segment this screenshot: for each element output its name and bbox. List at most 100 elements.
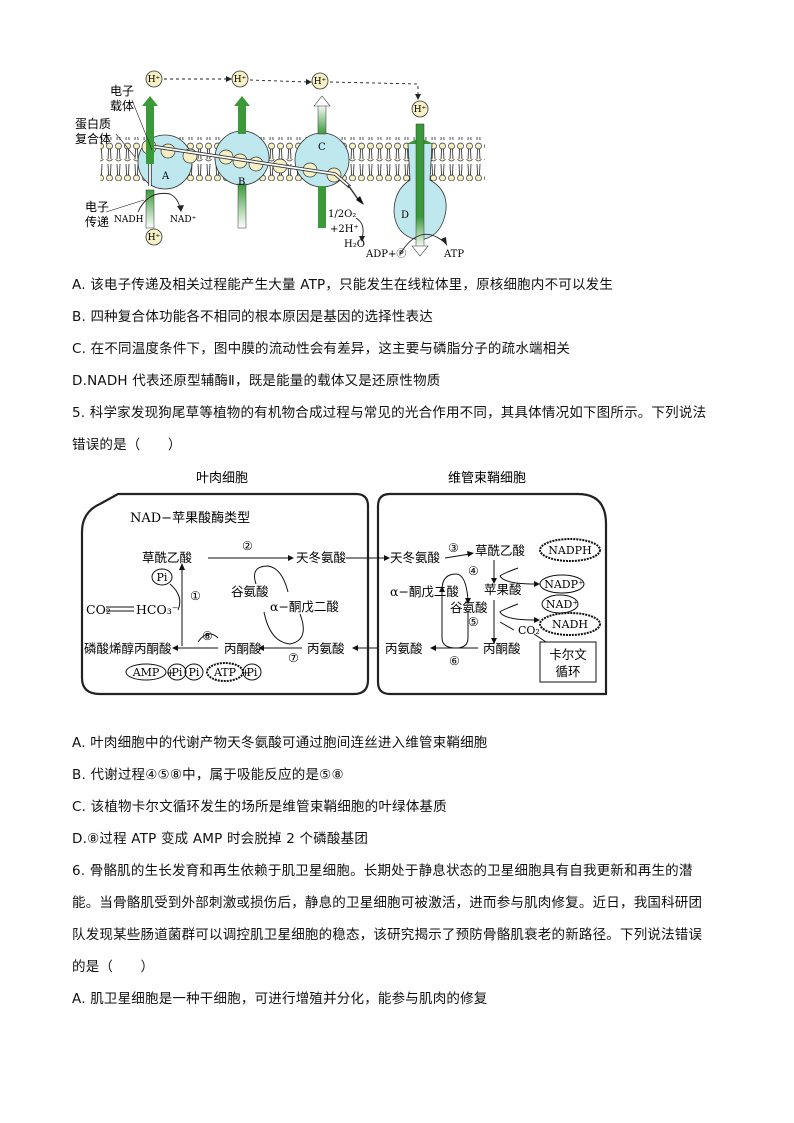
label-nadh: NADH bbox=[114, 215, 144, 225]
q6-stem-line4: 的是（ ） bbox=[72, 959, 155, 975]
q5-stem-line1: 5. 科学家发现狗尾草等植物的有机物合成过程与常见的光合作用不同，其具体情况如下… bbox=[72, 405, 707, 421]
step-6: ⑥ bbox=[449, 654, 460, 668]
q5-option-d: D.⑧过程 ATP 变成 AMP 时会脱掉 2 个磷酸基团 bbox=[72, 831, 369, 847]
h-plus-label: H⁺ bbox=[148, 233, 161, 243]
plus-sign: + bbox=[166, 667, 175, 679]
q4-option-c: C. 在不同温度条件下，图中膜的流动性会有差异，这主要与磷脂分子的疏水端相关 bbox=[72, 341, 571, 357]
label-complex-b: B bbox=[238, 177, 245, 188]
mesophyll-aspartate: 天冬氨酸 bbox=[296, 550, 347, 565]
q5-option-c: C. 该植物卡尔文循环发生的场所是维管束鞘细胞的叶绿体基质 bbox=[72, 799, 447, 815]
pi-token bbox=[184, 663, 204, 681]
sheath-pyruvate: 丙酮酸 bbox=[483, 641, 521, 656]
q6-stem-line1: 6. 骨骼肌的生长发育和再生依赖于肌卫星细胞。长期处于静息状态的卫星细胞具有自我… bbox=[72, 863, 693, 879]
electron-transport-diagram: H⁺ H⁺ H⁺ H⁺ H⁺ 电子 载体 蛋白 bbox=[75, 70, 485, 260]
step-3: ③ bbox=[448, 541, 459, 555]
label-oxygen: 1/2O₂ bbox=[328, 209, 356, 220]
sheath-alpha-ketoglutarate: α−酮戊二酸 bbox=[390, 584, 459, 599]
step-5: ⑤ bbox=[468, 615, 479, 629]
label-protein-complex: 蛋白质 bbox=[75, 116, 111, 131]
amp-token bbox=[125, 663, 167, 681]
label-adp-pi: ADP+Ⓟ bbox=[365, 248, 406, 260]
q4-option-b: B. 四种复合体功能各不相同的根本原因是基因的选择性表达 bbox=[72, 309, 433, 325]
label-two-h-plus: +2H⁺ bbox=[330, 224, 359, 235]
nadp-plus-label: NADP⁺ bbox=[544, 578, 584, 591]
pep-label: 磷酸烯醇丙酮酸 bbox=[84, 641, 172, 656]
bundle-sheath-cell-wall bbox=[376, 492, 608, 696]
pi-token bbox=[167, 663, 187, 681]
sheath-oxaloacetate: 草酰乙酸 bbox=[475, 543, 526, 558]
sheath-glutamate: 谷氨酸 bbox=[450, 600, 488, 615]
pi-label: Pi bbox=[172, 666, 183, 679]
proton-pump-arrows bbox=[142, 95, 429, 257]
h-plus-label: H⁺ bbox=[234, 75, 247, 85]
mesophyll-alpha-ketoglutarate: α−酮戊二酸 bbox=[270, 599, 339, 614]
nadh-label: NADH bbox=[552, 618, 588, 631]
label-atp: ATP bbox=[443, 249, 464, 260]
mesophyll-co2: CO₂ bbox=[86, 602, 111, 617]
amp-label: AMP bbox=[132, 666, 160, 679]
calvin-cycle-box bbox=[539, 641, 597, 683]
c4-pathway-diagram: 叶肉细胞 维管束鞘细胞 NAD−苹果酸酶类型 草酰乙酸 天冬氨酸 谷氨酸 α−酮… bbox=[80, 471, 608, 696]
h-plus-ions bbox=[145, 70, 429, 246]
plasmodesma bbox=[370, 632, 376, 652]
nadph-label: NADPH bbox=[548, 544, 591, 557]
pi-label: Pi bbox=[157, 571, 168, 584]
nadp-token bbox=[539, 574, 585, 594]
proton-flow-dashed bbox=[164, 78, 419, 96]
pi-token bbox=[151, 568, 173, 586]
q6-stem-line2: 能。当骨骼肌受到外部刺激或损伤后，静息的卫星细胞可被激活，进而参与肌肉修复。近日… bbox=[72, 895, 703, 911]
h-plus-label: H⁺ bbox=[414, 105, 427, 115]
step-numbers: ② ① ⑧ ⑦ ③ ④ ⑤ ⑥ bbox=[190, 539, 479, 668]
plus-sign: + bbox=[241, 667, 250, 679]
label-complex-d: D bbox=[401, 210, 409, 221]
step-8: ⑧ bbox=[202, 629, 213, 643]
q5-option-a: A. 叶肉细胞中的代谢产物天冬氨酸可通过胞间连丝进入维管束鞘细胞 bbox=[72, 735, 488, 751]
nadph-burst bbox=[539, 538, 601, 562]
atp-burst bbox=[206, 662, 244, 682]
label-protein-complex: 复合体 bbox=[75, 131, 111, 146]
membrane-inner-leaflet bbox=[100, 159, 485, 181]
h-plus-label: H⁺ bbox=[314, 77, 327, 87]
q4-option-d: D.NADH 代表还原型辅酶Ⅱ，既是能量的载体又是还原性物质 bbox=[72, 373, 441, 389]
nadh-burst bbox=[539, 612, 601, 636]
atp-label: ATP bbox=[213, 666, 237, 679]
calvin-label: 卡尔文 bbox=[549, 647, 587, 662]
calvin-label: 循环 bbox=[555, 664, 580, 679]
h-plus-label: H⁺ bbox=[148, 75, 161, 85]
q4-option-a: A. 该电子传递及相关过程能产生大量 ATP，只能发生在线粒体里，原核细胞内不可… bbox=[72, 277, 614, 293]
mesophyll-cell-title: 叶肉细胞 bbox=[196, 471, 248, 486]
sheath-co2: CO₂ bbox=[518, 624, 540, 637]
q5-option-b: B. 代谢过程④⑤⑧中，属于吸能反应的是⑤⑧ bbox=[72, 767, 344, 783]
bundle-sheath-cell-title: 维管束鞘细胞 bbox=[448, 471, 526, 486]
hco3-label: HCO₃⁻ bbox=[136, 602, 178, 617]
step-1: ① bbox=[190, 589, 201, 603]
sheath-aspartate: 天冬氨酸 bbox=[390, 550, 441, 565]
label-electron-carrier: 电子 bbox=[110, 84, 134, 98]
mesophyll-glutamate: 谷氨酸 bbox=[231, 584, 269, 599]
q6-option-a: A. 肌卫星细胞是一种干细胞，可进行增殖并分化，能参与肌肉的修复 bbox=[72, 991, 488, 1007]
step-7: ⑦ bbox=[288, 651, 299, 665]
pi-label: Pi bbox=[189, 666, 200, 679]
step-2: ② bbox=[242, 539, 253, 553]
q5-stem-line2: 错误的是（ ） bbox=[72, 437, 182, 453]
label-complex-a: A bbox=[161, 171, 170, 182]
label-electron-carrier: 载体 bbox=[110, 99, 134, 113]
label-nad-plus: NAD⁺ bbox=[170, 215, 197, 225]
mesophyll-oxaloacetate: 草酰乙酸 bbox=[142, 550, 193, 565]
mesophyll-pyruvate: 丙酮酸 bbox=[224, 641, 262, 656]
q6-stem-line3: 队发现某些肠道菌群可以调控肌卫星细胞的稳态，该研究揭示了预防骨骼肌衰老的新路径。… bbox=[72, 927, 703, 943]
pi-label: Pi bbox=[247, 666, 258, 679]
label-electron-transfer: 电子 bbox=[85, 200, 109, 214]
nad-plus-label: NAD⁺ bbox=[546, 598, 578, 611]
sheath-malate: 苹果酸 bbox=[484, 582, 522, 597]
label-water: H₂O bbox=[344, 239, 365, 250]
label-electron-transfer: 传递 bbox=[85, 214, 109, 229]
label-complex-c: C bbox=[318, 142, 326, 153]
pathway-arrows bbox=[169, 553, 547, 649]
mesophyll-alanine: 丙氨酸 bbox=[307, 641, 345, 656]
pathway-type-label: NAD−苹果酸酶类型 bbox=[130, 510, 250, 526]
mesophyll-cell-wall bbox=[80, 492, 370, 696]
sheath-alanine: 丙氨酸 bbox=[385, 641, 423, 656]
plasmodesma bbox=[370, 556, 376, 576]
